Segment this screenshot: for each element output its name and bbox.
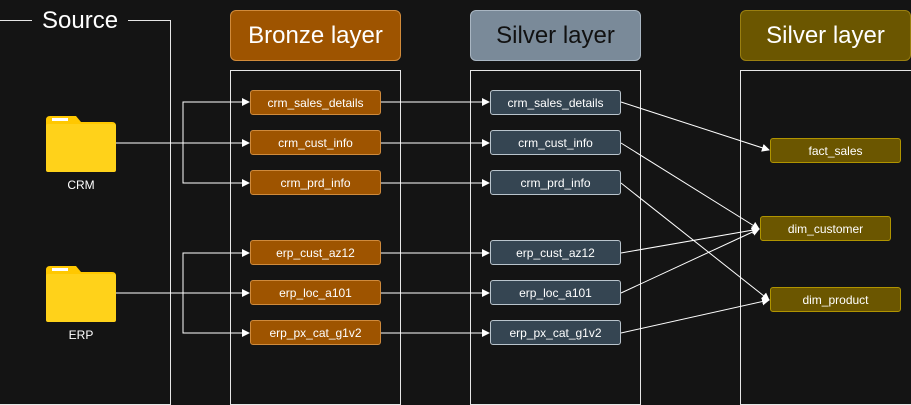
crm-label: CRM <box>67 178 95 192</box>
source-title: Source <box>32 7 129 35</box>
bronze-table: erp_loc_a101 <box>250 280 381 305</box>
gold-table: dim_customer <box>760 216 891 241</box>
gold-table: dim_product <box>770 287 901 312</box>
bronze-table: erp_cust_az12 <box>250 240 381 265</box>
bronze-layer-header: Bronze layer <box>230 10 401 61</box>
erp-label: ERP <box>68 328 94 342</box>
gold-table: fact_sales <box>770 138 901 163</box>
bronze-table: crm_cust_info <box>250 130 381 155</box>
silver-table: crm_cust_info <box>490 130 621 155</box>
erp-folder-icon <box>46 266 116 322</box>
silver-table: erp_loc_a101 <box>490 280 621 305</box>
bronze-table: erp_px_cat_g1v2 <box>250 320 381 345</box>
silver-table: erp_px_cat_g1v2 <box>490 320 621 345</box>
silver-table: erp_cust_az12 <box>490 240 621 265</box>
crm-folder-icon <box>46 116 116 172</box>
silver-table: crm_sales_details <box>490 90 621 115</box>
bronze-table: crm_prd_info <box>250 170 381 195</box>
silver-layer-header: Silver layer <box>470 10 641 61</box>
silver-table: crm_prd_info <box>490 170 621 195</box>
bronze-table: crm_sales_details <box>250 90 381 115</box>
gold-layer-header: Silver layer <box>740 10 911 61</box>
